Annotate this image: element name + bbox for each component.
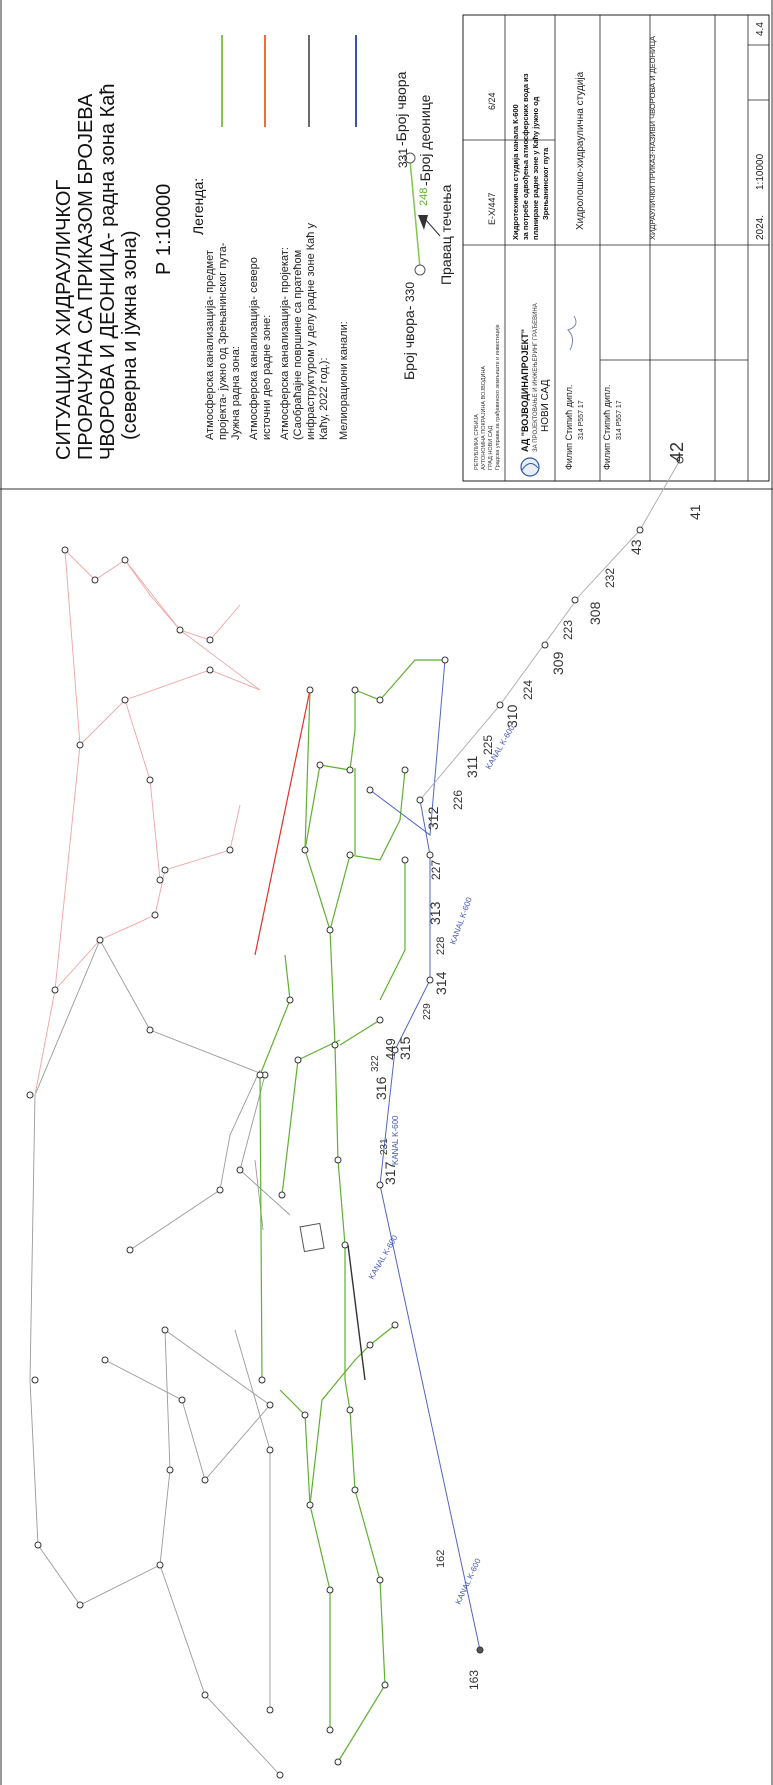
tb-sheet-no: 4.4	[755, 22, 766, 36]
title-block: РЕПУБЛИКА СРБИЈА АУТОНОМНА ПОКРАЈИНА ВОЈ…	[462, 14, 770, 482]
canal-label-5: KANAL K-600	[367, 1233, 400, 1281]
legend-heading: Легенда:	[190, 178, 206, 235]
node-label-41: 41	[687, 504, 703, 520]
tb-project-title-4: Зрењанинског пута	[541, 147, 550, 220]
node-label-309: 309	[550, 651, 566, 675]
node-label-228: 228	[435, 937, 447, 955]
title-line-1: СИТУАЦИЈА ХИДРАУЛИЧКОГ	[53, 180, 75, 460]
title-line-4: (северна и јужна зона)	[119, 230, 141, 440]
node-label-163: 163	[467, 1670, 481, 1690]
tb-engineer-2-lic: 314 Р557 17	[616, 400, 623, 440]
node-label-313: 313	[427, 901, 443, 925]
node-label-312: 312	[425, 806, 441, 830]
node-label-227: 227	[429, 860, 443, 880]
title-line-3: ЧВОРОВА И ДЕОНИЦА- радна зона Каћ	[97, 84, 119, 460]
tb-org-3: ГРАД НОВИ САД	[488, 426, 494, 470]
legend-example: Број чвора- 330 331 -Број чвора 248 -Бро…	[393, 71, 454, 380]
node-label-42: 42	[667, 442, 687, 462]
node-label-232: 232	[603, 568, 617, 588]
structure-box	[299, 1222, 325, 1253]
company-logo-icon	[520, 457, 540, 477]
tb-project-title-3: планиране радне зоне у Каћу јужно од	[531, 96, 540, 240]
legend-item-1-line-1: Атмосферска канализација- предмет	[204, 250, 216, 440]
legend-section-num: 248	[418, 188, 430, 206]
node-label-225: 225	[481, 735, 495, 755]
gray-network	[29, 938, 291, 1776]
tb-project-title-1: Хидротехничка студија канала К-600	[511, 104, 520, 240]
legend-area: СИТУАЦИЈА ХИДРАУЛИЧКОГ ПРОРАЧУНА СА ПРИК…	[53, 35, 454, 460]
node-label-317: 317	[382, 1161, 398, 1185]
legend-item-3-line-3: инфраструктуром у делу радне зоне Каћ у	[305, 223, 317, 440]
node-label-231: 231	[379, 1138, 390, 1155]
dark-section	[347, 1244, 366, 1381]
node-label-223: 223	[561, 620, 575, 640]
tb-study: Хидролошко-хидраулична студија	[575, 71, 586, 230]
legend-item-2-line-1: Атмосферска канализација- северо	[248, 257, 260, 440]
signature-icon	[567, 315, 577, 351]
tb-drawing: ХИДРАУЛИЧКИ ПРИКАЗ-НАЗИВИ ЧВОРОВА И ДЕОН…	[648, 36, 657, 240]
legend-item-2-line-2: источни део радне зоне:	[261, 315, 273, 440]
node-label-315: 315	[397, 1036, 413, 1060]
tb-scale: 1:10000	[755, 153, 766, 190]
node-label-311: 311	[464, 755, 480, 778]
node-markers	[26, 456, 684, 1779]
title-line-2: ПРОРАЧУНА СА ПРИКАЗОМ БРОЈЕВА	[75, 93, 97, 460]
legend-node-a-num: 330	[403, 282, 417, 302]
tb-org-2: АУТОНОМНА ПОКРАЈИНА ВОЈВОДИНА	[481, 366, 487, 470]
node-label-162: 162	[435, 1550, 447, 1568]
k600-main	[419, 459, 681, 801]
tb-year: 2024.	[755, 215, 766, 240]
canal-label-3: KANAL K-600	[448, 896, 474, 946]
canal-label-2: KANAL K-600	[391, 1115, 400, 1165]
legend-node-b-label: -Број чвора	[393, 71, 409, 146]
tb-company-city: НОВИ САД	[540, 379, 551, 432]
tb-engineer-2: Филип Стипић дипл.	[602, 385, 612, 470]
node-label-449: 449	[383, 1038, 398, 1060]
tb-engineer-1-lic: 314 Р557 17	[578, 400, 585, 440]
tb-sheet-label: 6/24	[487, 92, 497, 110]
tb-project-title-2: за потребе одвођења атмосферских вода из	[521, 73, 530, 240]
legend-item-3-line-1: Атмосферска канализација- пројекат:	[279, 247, 291, 440]
scale-label: Р 1:10000	[153, 184, 175, 275]
legend-flow-label: Правац течења	[438, 184, 454, 285]
node-label-308: 308	[587, 601, 603, 625]
node-label-322: 322	[370, 1055, 381, 1072]
tb-company: АД "ВОЈВОДИНАПРОЈЕКТ"	[520, 329, 530, 452]
node-label-43: 43	[628, 539, 644, 555]
node-label-316: 316	[373, 1076, 389, 1100]
legend-item-1-line-3: Јужна радна зона:	[230, 346, 242, 440]
node-label-314: 314	[433, 971, 449, 995]
node-label-226: 226	[451, 790, 465, 810]
legend-item-4-line-1: Мелиорациони канали:	[338, 321, 350, 440]
tb-engineer-1: Филип Стипић дипл.	[564, 385, 574, 470]
node-label-310: 310	[504, 704, 520, 728]
legend-item-3-line-2: (Саобраћајне површине са пратећом	[292, 250, 304, 440]
legend-node-a-label: Број чвора-	[401, 305, 417, 380]
node-label-224: 224	[521, 680, 535, 700]
canal-label-1: KANAL K-600	[454, 1557, 483, 1606]
legend-item-3-line-4: Каћу, 2022 год.):	[318, 357, 330, 440]
tb-doc-code: Е-Х/447	[487, 192, 497, 225]
network-diagram: 163 162 317 231 316 322 449 315 229 314 …	[26, 442, 703, 1779]
red-network	[34, 548, 261, 1096]
node-label-229: 229	[422, 1003, 433, 1020]
legend-section-label: -Број деонице	[417, 94, 433, 186]
tb-org-4: Градска управа за грађевинско земљиште и…	[495, 324, 501, 470]
node-labels: 163 162 317 231 316 322 449 315 229 314 …	[370, 442, 703, 1690]
red-section	[254, 689, 311, 956]
tb-company-sub: ЗА ПРОЈЕКТОВАЊЕ И ИНЖЕЊЕРИНГ ГРАЂЕВИНА	[533, 303, 539, 452]
legend-node-b-num: 331	[396, 148, 410, 168]
legend-item-1-line-2: пројекта- јужно од Зрењанинског пута-	[217, 242, 229, 440]
tb-org-1: РЕПУБЛИКА СРБИЈА	[474, 414, 480, 470]
